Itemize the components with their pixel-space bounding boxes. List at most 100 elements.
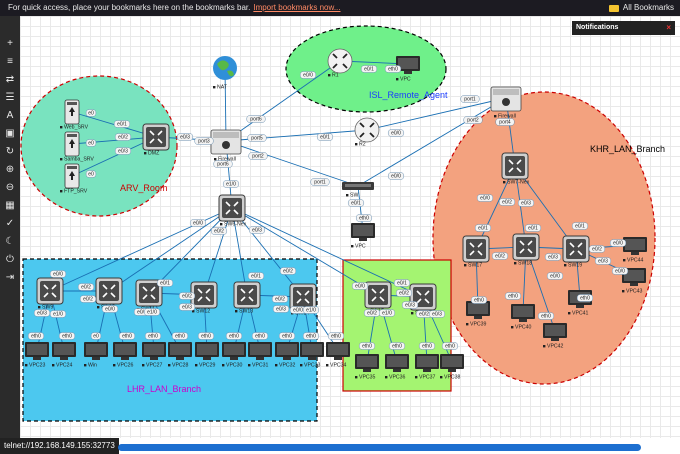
zone-arv[interactable]	[20, 75, 178, 217]
zoom-in-icon[interactable]: ⊕	[5, 164, 15, 175]
import-bookmarks-link[interactable]: Import bookmarks now...	[253, 3, 341, 12]
device-vpc23[interactable]: VPC23	[25, 342, 49, 369]
device-sw6[interactable]: SW6-Nex	[218, 194, 247, 228]
svg-text:e0/0: e0/0	[391, 174, 401, 180]
device-nat[interactable]: NAT	[213, 56, 237, 91]
all-bookmarks-button[interactable]: All Bookmarks	[608, 0, 674, 16]
link-SW7-SW17[interactable]	[475, 165, 516, 250]
device-vpc30[interactable]: VPC30	[222, 342, 246, 369]
link-Firewall-R2[interactable]	[225, 129, 368, 142]
device-web_srv[interactable]: Web_SRV	[60, 99, 89, 131]
layers-icon[interactable]: ≡	[7, 56, 13, 67]
link-SW6-SW11[interactable]	[148, 207, 233, 294]
svg-text:eth0: eth0	[31, 334, 41, 340]
link-SW6-SW13[interactable]	[231, 207, 248, 296]
link-SW6-SW14[interactable]	[231, 207, 304, 298]
device-vpc33[interactable]: VPC33	[300, 342, 324, 369]
device-sw17[interactable]: SW17	[462, 235, 490, 269]
port-label: e0/3	[248, 226, 266, 234]
folder-icon	[608, 4, 619, 12]
port-label: e0/1	[571, 222, 589, 230]
moon-icon[interactable]: ☾	[5, 236, 15, 247]
image-icon[interactable]: ▣	[5, 128, 15, 139]
logout-icon[interactable]: ⇥	[5, 272, 15, 283]
device-vpc44[interactable]: VPC44	[623, 237, 647, 264]
device-label: R2	[359, 142, 366, 148]
device-vpc40[interactable]: VPC40	[511, 304, 535, 331]
text-icon[interactable]: A	[6, 110, 14, 121]
device-sw9[interactable]: SW9	[36, 277, 64, 311]
refresh-icon[interactable]: ↻	[5, 146, 15, 157]
close-icon[interactable]: ×	[666, 23, 671, 32]
device-vpc38[interactable]: VPC38	[440, 354, 464, 381]
list-icon[interactable]: ☰	[5, 92, 15, 103]
svg-text:e0/0: e0/0	[303, 73, 313, 79]
port-label: e0/3	[428, 310, 446, 318]
device-vpc42[interactable]: VPC42	[543, 323, 567, 350]
svg-text:e0/0: e0/0	[355, 284, 365, 290]
link-SW6-SW12[interactable]	[203, 207, 233, 296]
link-SW6-SW15[interactable]	[231, 207, 379, 296]
svg-text:e0/3: e0/3	[432, 312, 442, 318]
device-vpc36[interactable]: VPC36	[385, 354, 409, 381]
device-sw18[interactable]: SW18	[512, 233, 540, 267]
device-ftp_srv[interactable]: FTP_SRV	[60, 163, 88, 195]
swap-icon[interactable]: ⇄	[5, 74, 15, 85]
device-r2[interactable]: R2	[354, 117, 380, 148]
device-firewall_khr[interactable]: Firewall	[490, 86, 522, 120]
device-sw[interactable]: SW	[342, 182, 374, 199]
device-sw10[interactable]: SW10	[95, 277, 123, 311]
device-sw13[interactable]: SW13	[233, 281, 261, 315]
link-SW6-SW16[interactable]	[231, 207, 424, 298]
link-R2-Firewall_khr[interactable]	[366, 97, 507, 131]
device-label: DMZ	[148, 151, 159, 157]
port-label: e0/0	[351, 282, 369, 290]
link-FTP_SRV-DMZ[interactable]	[71, 136, 157, 177]
device-vpc_isl[interactable]: VPC	[396, 56, 420, 83]
device-vpc_sw[interactable]: VPC	[351, 223, 375, 250]
port-label: e0/0	[387, 129, 405, 137]
link-SW-Firewall_khr[interactable]	[357, 97, 507, 187]
device-vpc32[interactable]: VPC32	[275, 342, 299, 369]
svg-text:eth0: eth0	[62, 334, 72, 340]
grid-icon[interactable]: ▦	[5, 200, 15, 211]
device-vpc35[interactable]: VPC35	[355, 354, 379, 381]
device-label: VPC	[400, 77, 411, 83]
add-icon[interactable]: +	[7, 38, 13, 49]
port-label: e0/2	[79, 295, 97, 303]
device-dmz[interactable]: DMZ	[142, 123, 170, 157]
link-Firewall-SW[interactable]	[225, 140, 359, 187]
device-vpc41[interactable]: VPC41	[568, 290, 592, 317]
device-vpc28[interactable]: VPC28	[168, 342, 192, 369]
device-samba_srv[interactable]: Samba_SRV	[60, 131, 94, 163]
device-vpc39[interactable]: VPC39	[466, 301, 490, 328]
device-vpc37[interactable]: VPC37	[415, 354, 439, 381]
device-label: SW17	[468, 263, 482, 269]
device-vpc24[interactable]: VPC24	[52, 342, 76, 369]
device-vpc29[interactable]: VPC29	[195, 342, 219, 369]
device-vpc26[interactable]: VPC26	[113, 342, 137, 369]
device-vpc27[interactable]: VPC27	[142, 342, 166, 369]
device-vpc31[interactable]: VPC31	[248, 342, 272, 369]
link-SW7-SW19[interactable]	[514, 165, 577, 250]
port-label: e0/0	[609, 239, 627, 247]
link-NAT-Firewall[interactable]	[224, 67, 227, 142]
device-sw12[interactable]: SW12	[190, 281, 218, 315]
device-label: SW	[350, 193, 358, 199]
zoom-out-icon[interactable]: ⊖	[5, 182, 15, 193]
port-label: e0/0	[546, 272, 564, 280]
svg-text:e0: e0	[88, 172, 94, 178]
device-firewall[interactable]: Firewall	[210, 129, 242, 163]
check-icon[interactable]: ✓	[5, 218, 15, 229]
link-SW6-SW10[interactable]	[108, 207, 233, 292]
device-win[interactable]: Win	[84, 342, 108, 369]
port-label: e0/2	[210, 227, 228, 235]
device-vpc34[interactable]: VPC34	[326, 342, 350, 369]
device-sw7[interactable]: SW7-Nex	[501, 152, 530, 186]
power-icon[interactable]: ⏻	[6, 254, 14, 265]
device-r1[interactable]: R1	[327, 48, 353, 79]
svg-text:e1/0: e1/0	[147, 310, 157, 316]
link-Firewall-R1[interactable]	[225, 60, 341, 142]
